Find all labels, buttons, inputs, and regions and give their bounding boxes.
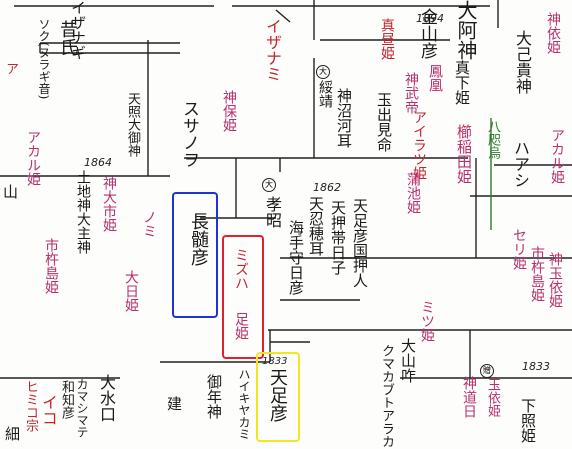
dai-mark: 大 xyxy=(316,65,330,79)
name-toru: 大己貴神 xyxy=(513,30,532,94)
name-kanbe: 金山彦 xyxy=(417,8,437,59)
name-izanami: イザナミ xyxy=(263,18,282,82)
name-kumaka: クマカブトアラカシ xyxy=(379,344,394,449)
year-1864: 1864 xyxy=(84,156,112,169)
name-izanagi: イザナギ xyxy=(69,0,87,60)
name-ashi-hime: 足姫 xyxy=(233,312,249,340)
name-akaru-left: アカル姫 xyxy=(25,130,41,186)
name-red-left: ア xyxy=(3,62,18,75)
dai-mark: 大 xyxy=(262,178,276,192)
name-tsuchi-kami: 土地神大主神 xyxy=(75,170,91,254)
name-ama-oshi: 天忍穂耳 xyxy=(307,196,325,256)
name-tamayori-bottom: 玉依姫 xyxy=(485,378,500,417)
year-1833-b: 1833 xyxy=(262,356,288,367)
name-kamutake: 神武帝 xyxy=(403,72,419,114)
name-mahiru: 真昼姫 xyxy=(379,18,395,60)
name-kushinada: 櫛稲田姫 xyxy=(455,124,473,184)
name-kamu-michi: 神道日 xyxy=(461,376,477,418)
name-mukashi: 昔氏 xyxy=(57,20,78,56)
name-ichikishima-right: 市杵島姫 xyxy=(529,246,545,302)
name-kamu-tama: 神玉依姫 xyxy=(547,252,563,308)
name-go-nen: 御年神 xyxy=(205,374,223,419)
name-hoso: 細 xyxy=(3,426,21,441)
name-ken: 建 xyxy=(165,396,183,411)
name-kamuoochi: 神大市姫 xyxy=(101,176,117,232)
name-oomi: 大阿神 xyxy=(454,0,478,60)
line xyxy=(275,9,291,23)
yellow-highlight-box xyxy=(256,352,300,442)
name-iko: イコ xyxy=(39,394,58,426)
name-amaterasu: 天照大御神 xyxy=(125,92,140,157)
name-shinpo: 神保姫 xyxy=(221,90,237,132)
name-ame-ashi: 天足彦 xyxy=(267,368,288,422)
year-1833: 1833 xyxy=(522,360,550,373)
name-seri: セリ姫 xyxy=(511,228,527,270)
name-sui-sei: 綏靖 xyxy=(317,80,333,108)
name-ojin: 神依姫 xyxy=(545,12,561,54)
name-oomizu: 大水口 xyxy=(97,374,116,422)
name-ama-oshitaro: 天押帯日子 xyxy=(329,200,347,275)
red-highlight-box xyxy=(222,235,264,359)
name-yama: 山 xyxy=(1,184,19,199)
name-mashita: 真下姫 xyxy=(453,60,471,105)
name-wa-chi: 和知彦 xyxy=(59,380,74,419)
name-hoo: 鳳凰 xyxy=(427,64,443,92)
name-shita: 下照姫 xyxy=(519,398,537,443)
name-akaru-right: アカル姫 xyxy=(549,128,565,184)
name-ichikishima-left: 市杵島姫 xyxy=(43,238,59,294)
name-kamu-nunakawa: 神沼河耳 xyxy=(335,88,353,148)
name-aira: アイラツ姫 xyxy=(411,110,427,180)
name-umi-te: 海手守日彦 xyxy=(287,220,305,295)
name-naga-sune: 長髄彦 xyxy=(188,212,209,266)
name-himiko: ヒミコ宗 xyxy=(23,380,38,432)
name-kohaku: 孝昭 xyxy=(263,196,282,228)
name-hai-kami: ハイキヤカミ xyxy=(237,368,251,440)
name-kamiyama: カマシマテ xyxy=(75,378,89,438)
year-1862: 1862 xyxy=(313,181,341,194)
name-mizuha: ミズハ xyxy=(233,248,249,290)
name-susanoo: スサノヲ xyxy=(179,100,199,168)
sho-mark: 贈 xyxy=(480,364,494,378)
name-ha-ashi: ハアシ xyxy=(511,140,530,188)
name-izanagi-sub: ソク(ヌラギ音) xyxy=(37,18,51,100)
name-ama-tarashi: 天足彦国押人 xyxy=(351,198,369,288)
name-oohi-left: 大日姫 xyxy=(123,270,139,312)
name-oo-yamakui: 大山咋 xyxy=(399,338,417,383)
name-naga-sune-red: ノミ xyxy=(141,210,157,238)
year-1894: 1894 xyxy=(416,12,444,25)
name-tamada: 玉出見命 xyxy=(375,92,393,152)
name-nazo: 蒲池姫 xyxy=(405,172,421,214)
name-hachi: 八咫烏 xyxy=(485,120,500,159)
name-mitsuha: ミツ姫 xyxy=(419,300,435,342)
blue-highlight-box xyxy=(172,192,218,318)
